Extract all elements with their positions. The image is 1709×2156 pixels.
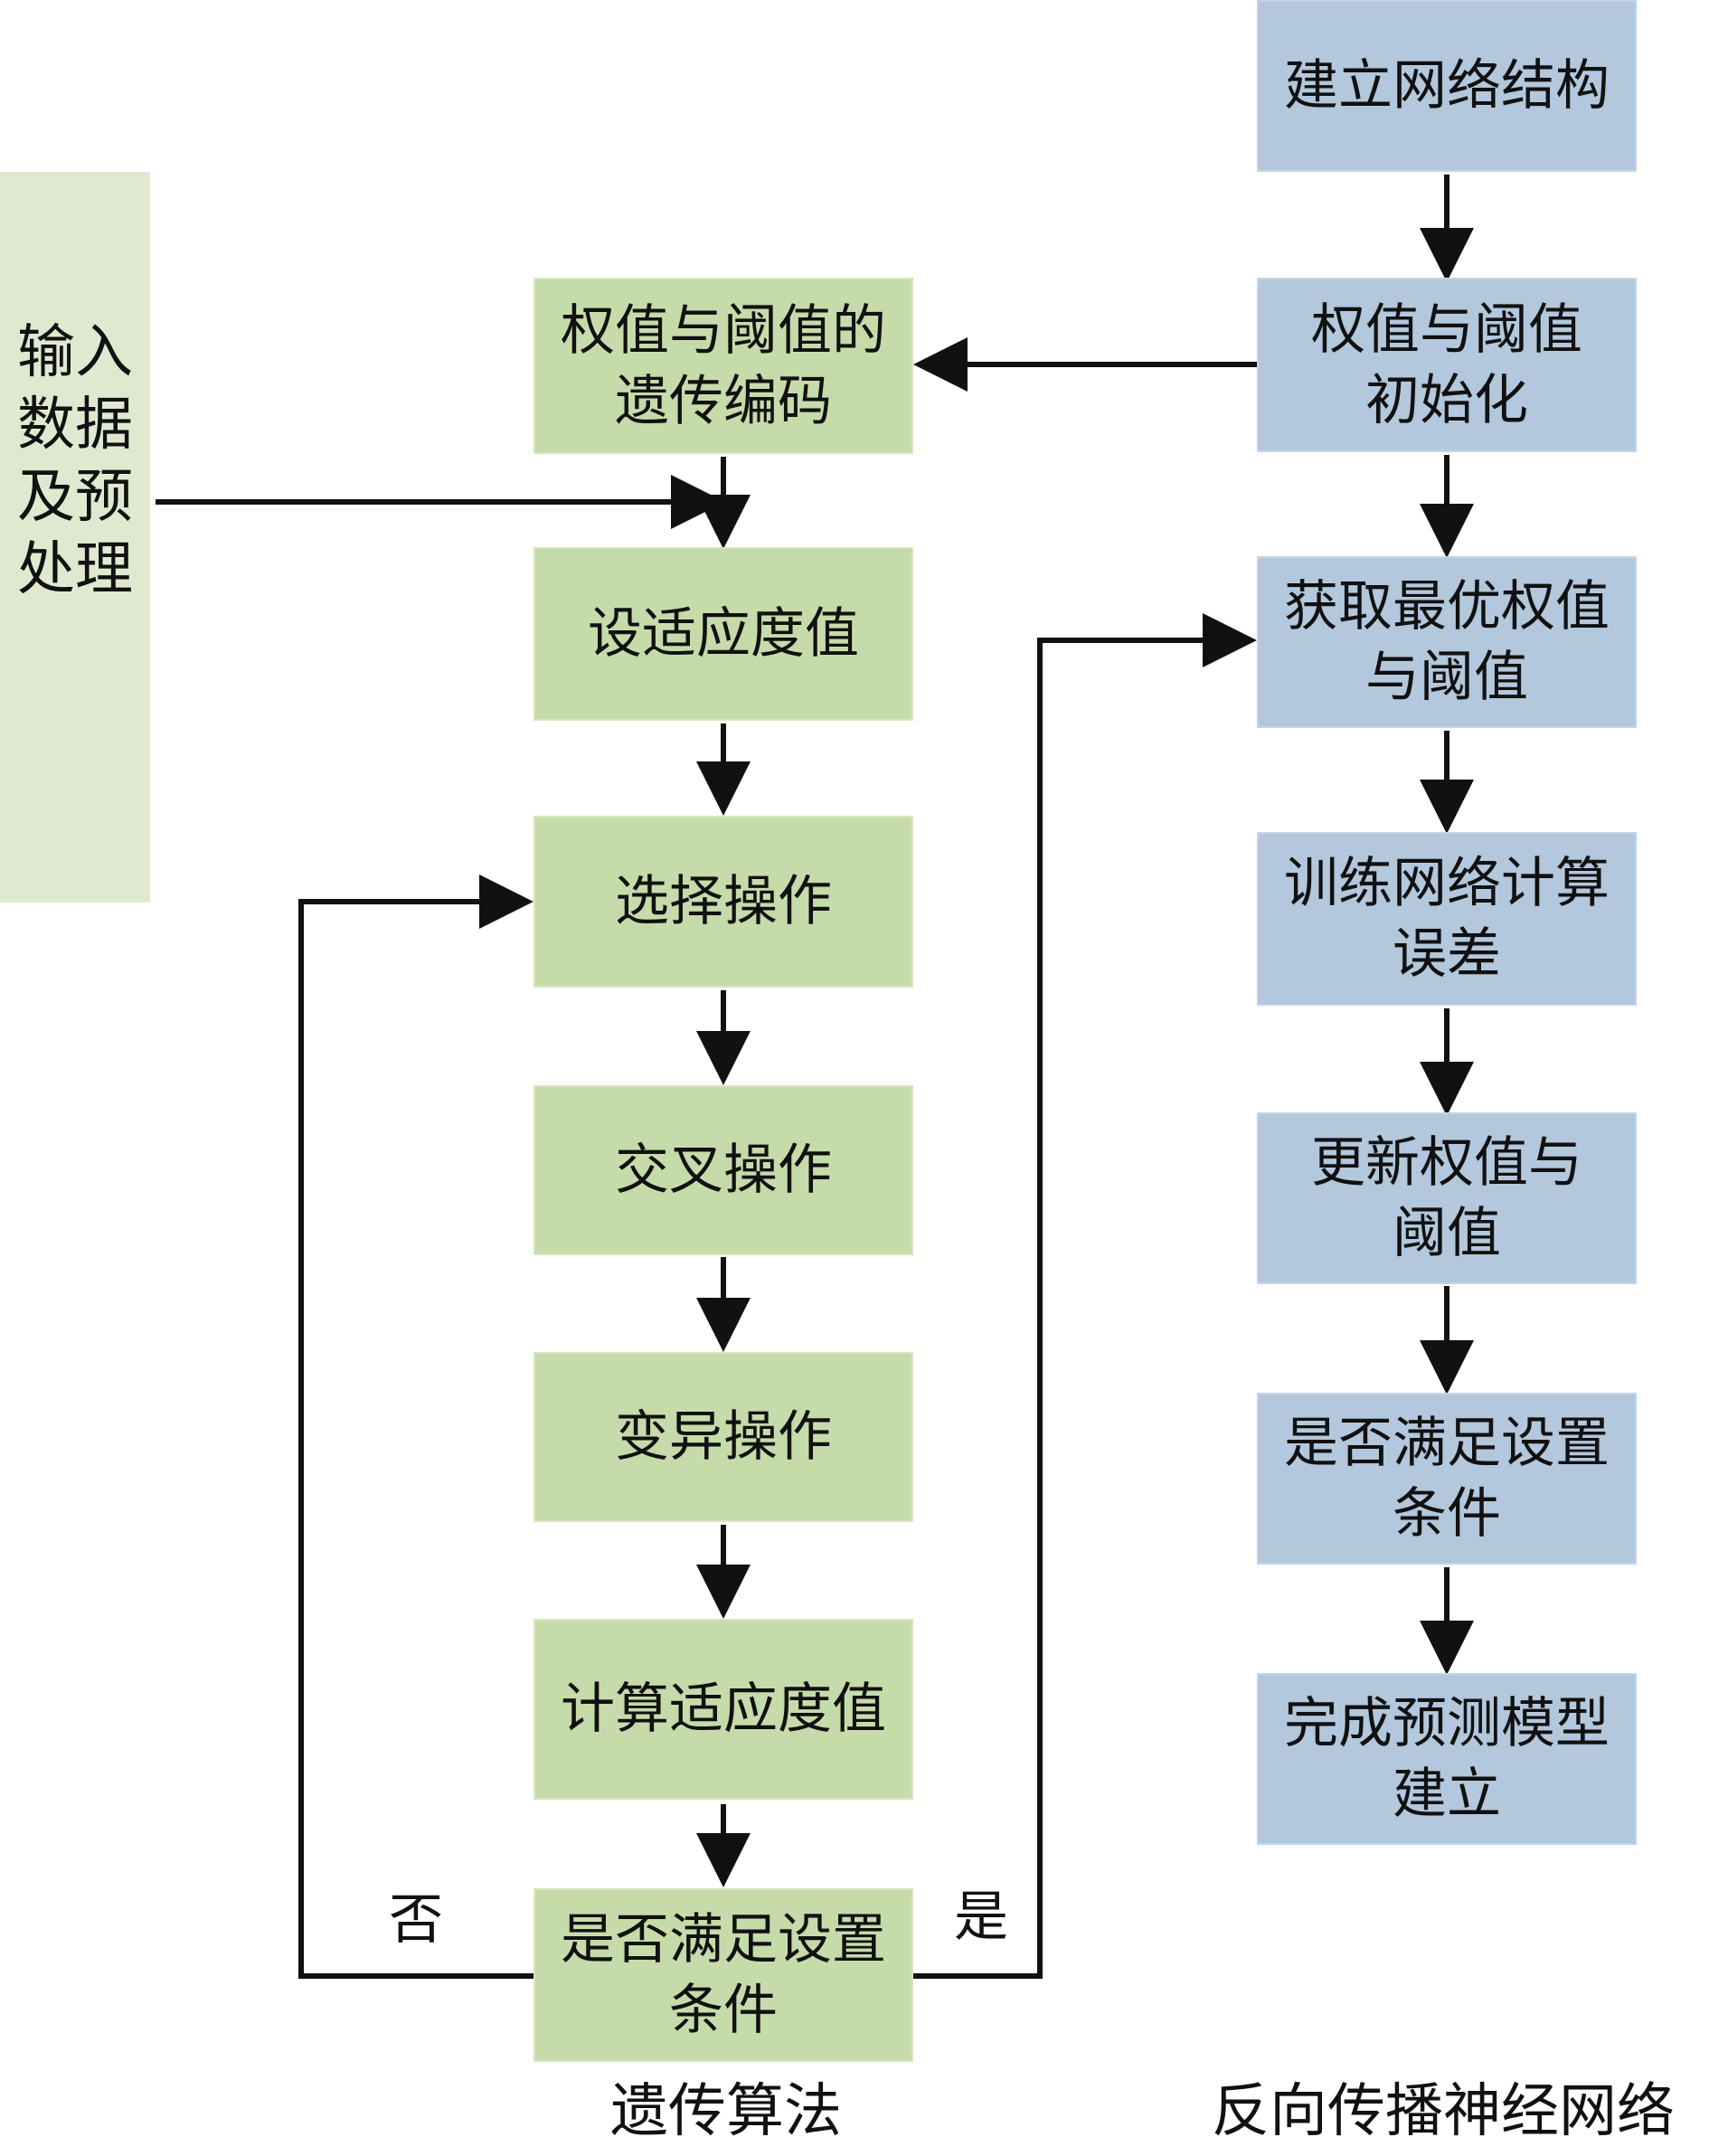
bp-step-update-weights-label: 更新权值与 阈值 <box>1311 1131 1582 1265</box>
yes-branch-label: 是 <box>954 1886 1008 1949</box>
ga-step-encoding-label: 权值与阈值的 遗传编码 <box>561 298 886 433</box>
ga-step-compute-fitness: 计算适应度值 <box>533 1619 913 1800</box>
bp-step-condition: 是否满足设置 条件 <box>1257 1393 1637 1565</box>
arrow-yes-to-optimal <box>913 613 1257 1979</box>
ga-step-compute-fitness-label: 计算适应度值 <box>561 1678 886 1741</box>
bp-step-update-weights: 更新权值与 阈值 <box>1257 1112 1637 1284</box>
ga-step-crossover: 交叉操作 <box>533 1085 913 1255</box>
ga-step-selection: 选择操作 <box>533 816 913 988</box>
bp-step-optimal-weights: 获取最优权值 与阈值 <box>1257 556 1637 728</box>
ga-step-set-fitness-label: 设适应度值 <box>588 602 859 666</box>
input-preprocessing-box: 输入数据及预处理 <box>0 172 150 903</box>
bp-step-complete-model-label: 完成预测模型 建立 <box>1284 1692 1610 1826</box>
bp-step-optimal-weights-label: 获取最优权值 与阈值 <box>1284 575 1610 709</box>
arrow-no-loop <box>298 875 533 1979</box>
bp-step-init-weights: 权值与阈值 初始化 <box>1257 278 1637 452</box>
bp-step-train-error: 训练网络计算 误差 <box>1257 832 1637 1006</box>
ga-step-condition: 是否满足设置 条件 <box>533 1888 913 2062</box>
ga-caption: 遗传算法 <box>610 2078 842 2145</box>
ga-step-crossover-label: 交叉操作 <box>615 1139 832 1202</box>
bp-caption: 反向传播神经网络 <box>1212 2078 1675 2145</box>
ga-step-condition-label: 是否满足设置 条件 <box>561 1908 886 2042</box>
ga-step-set-fitness: 设适应度值 <box>533 547 913 721</box>
ga-step-selection-label: 选择操作 <box>615 870 832 933</box>
bp-step-build-network-label: 建立网络结构 <box>1284 54 1610 118</box>
ga-step-encoding: 权值与阈值的 遗传编码 <box>533 278 913 454</box>
bp-step-build-network: 建立网络结构 <box>1257 0 1637 172</box>
no-branch-label: 否 <box>389 1888 443 1952</box>
ga-step-mutation-label: 变异操作 <box>615 1405 832 1469</box>
bp-step-condition-label: 是否满足设置 条件 <box>1284 1412 1610 1546</box>
bp-step-train-error-label: 训练网络计算 误差 <box>1284 852 1610 986</box>
bp-step-init-weights-label: 权值与阈值 初始化 <box>1311 298 1582 432</box>
ga-step-mutation: 变异操作 <box>533 1352 913 1522</box>
input-preprocessing-label: 输入数据及预处理 <box>17 319 133 603</box>
bp-step-complete-model: 完成预测模型 建立 <box>1257 1673 1637 1845</box>
